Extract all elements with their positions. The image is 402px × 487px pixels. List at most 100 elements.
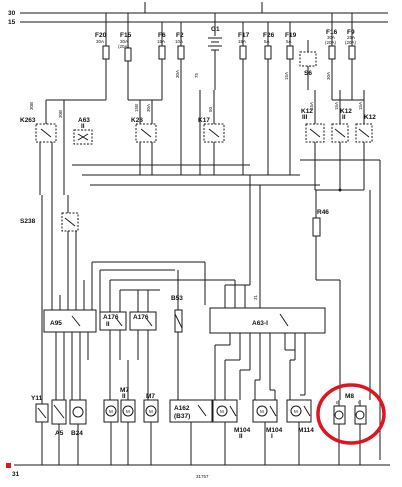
motor-mark: [269, 405, 277, 417]
fuse-id: F19: [285, 32, 297, 39]
fuse-body: [286, 45, 294, 60]
sensor-symbol: [72, 406, 84, 418]
bus-bars: 30 15: [8, 2, 388, 26]
fuse-rating: 5A: [286, 39, 292, 44]
wire-label: 30A: [326, 72, 331, 80]
motor-symbol: [334, 410, 344, 420]
ground-label: 31: [12, 471, 20, 478]
motor-symbol: [216, 405, 228, 417]
module-a63-i: A63-I 31: [209, 175, 326, 395]
wire-label: 31: [253, 294, 258, 300]
relay-k17: K17 50: [198, 90, 225, 175]
mid-wires: [92, 261, 250, 305]
module-contact: [279, 313, 289, 327]
fuse-body: [348, 45, 356, 60]
module-a176: A176: [120, 289, 160, 400]
fuse-rating-alt: (20A): [118, 44, 130, 49]
wire-label: 50: [208, 106, 213, 112]
relay-sub: III: [302, 114, 308, 121]
wire-label: 15A: [284, 72, 289, 80]
resistor-r46: R46: [312, 190, 341, 400]
bus-label-15: 15: [8, 19, 16, 26]
motor-mark: [229, 405, 237, 417]
fuse-rating-alt: (20A): [325, 40, 337, 45]
fuse-f15: F15 30A (20A): [118, 13, 132, 90]
module-a63-ii: A63 II 30B: [58, 100, 93, 195]
motor-letter: M: [294, 409, 298, 414]
sensor-b24: B24: [69, 399, 87, 465]
relay-row: K263 30B A63 II 30B K28 15B: [20, 90, 376, 195]
relay-k28: K28 15B 30A: [131, 100, 157, 175]
valve-mark: [37, 407, 47, 419]
relay-k12: K12 15A: [355, 90, 376, 190]
valve-y11: Y11: [31, 195, 49, 465]
fuse-body: [124, 47, 132, 62]
wire-label: 15A: [309, 102, 314, 110]
fuse-f20: F20 30A: [95, 13, 110, 90]
fuse-rating: 15A: [238, 39, 246, 44]
motor-symbol: [145, 405, 157, 417]
fuse-f19: F19 5A: [285, 22, 297, 90]
resistor-id: R46: [317, 209, 329, 216]
module-id: A176: [133, 314, 149, 321]
module-contact: [77, 133, 89, 141]
relay-id: K263: [20, 117, 36, 124]
fuse-rating: 5A: [264, 39, 270, 44]
fuse-rating: 30A: [96, 39, 104, 44]
fuse-f9: F9 25A (20A): [345, 13, 357, 90]
motor-m7: M7 M: [143, 393, 159, 465]
battery-g1: G1: [208, 13, 222, 90]
motor-id: M7: [120, 387, 129, 394]
ground-marker: [6, 463, 11, 468]
module-mark: [53, 404, 65, 419]
fuse-body: [264, 45, 272, 60]
fuse-id: F9: [347, 29, 355, 36]
sensor-body: [69, 399, 87, 425]
fuse-rating: 15A: [157, 39, 165, 44]
resistor-body: [312, 217, 321, 237]
motor-symbol: [355, 410, 365, 420]
motor-id: M104: [234, 427, 251, 434]
fuse-rating: 30A: [120, 39, 128, 44]
relay-sub: II: [342, 114, 346, 121]
motor-symbol: [105, 405, 117, 417]
wire-label: 15A: [358, 102, 363, 110]
ground-bus: 31 31757: [6, 463, 390, 479]
crossover-wires: [72, 159, 381, 460]
motor-letter: M: [220, 409, 224, 414]
relay-k263: K263 30B: [20, 100, 57, 195]
motor-sub: II: [336, 400, 339, 405]
wire-label: 30B: [29, 102, 34, 110]
motor-symbol: [256, 405, 268, 417]
fuse-body: [328, 45, 336, 60]
sensor-b53: B53: [171, 270, 183, 400]
motor-sub: II: [239, 433, 243, 440]
motor-under-a176: M: [103, 399, 119, 465]
relay-contact: [208, 128, 220, 138]
motor-mark: [303, 405, 311, 417]
fuse-row: F20 30A F15 30A (20A) F6 15A F2 10A: [95, 13, 357, 90]
relay-id: K28: [131, 117, 143, 124]
relay-contact: [334, 128, 346, 138]
relay-k12-ii: K12 II 15A: [331, 90, 352, 190]
switch-id: S238: [20, 218, 36, 225]
fuse-body: [177, 45, 185, 60]
sensor-id: B53: [171, 295, 183, 302]
fuse-body: [239, 45, 247, 60]
switch-contact: [64, 217, 76, 227]
relay-contact: [309, 128, 321, 138]
relay-k12-iii: K12 III 15A: [301, 90, 325, 190]
module-body: [99, 311, 127, 331]
wire-label: 15A: [334, 102, 339, 110]
module-contact: [71, 315, 81, 327]
relay-id: K12: [364, 114, 376, 121]
module-body: [43, 309, 97, 333]
relay-contact: [40, 128, 52, 138]
page-reference: 31757: [196, 474, 209, 479]
relay-id: K12: [340, 108, 352, 115]
module-contact: [145, 317, 153, 327]
motor-letter: M: [260, 409, 264, 414]
module-sub: (B37): [174, 413, 190, 420]
module-contact: [197, 404, 207, 417]
fuse-f17: F17 15A: [238, 22, 250, 90]
